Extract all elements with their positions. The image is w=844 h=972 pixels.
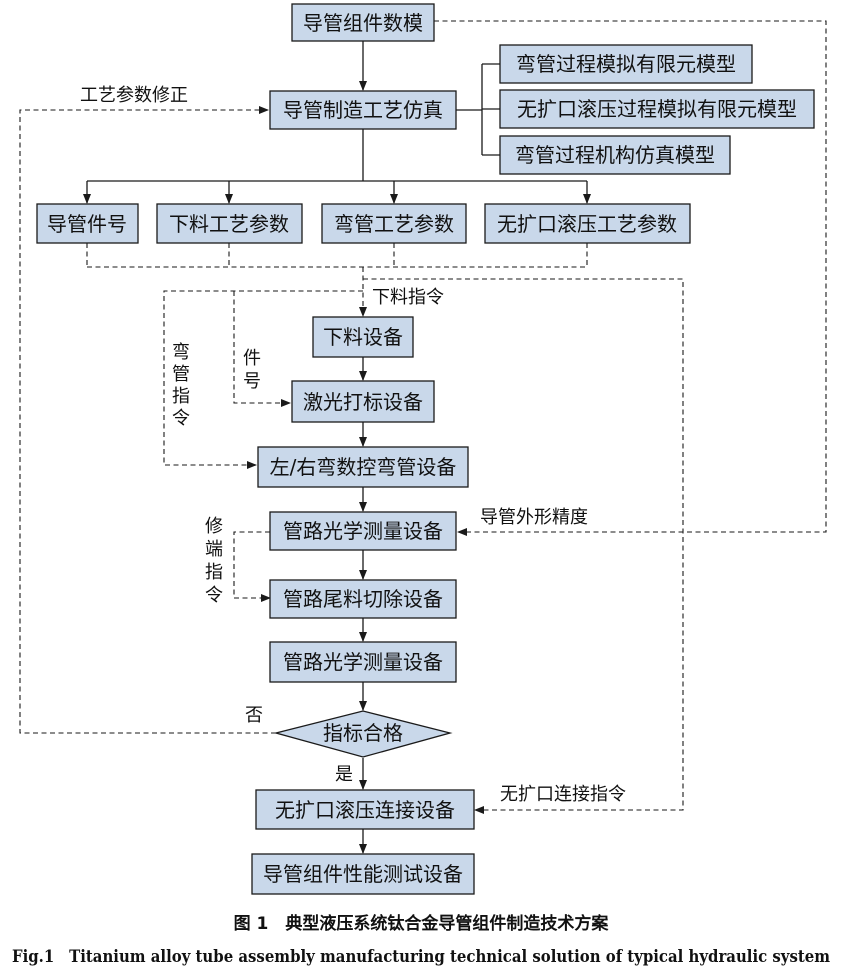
node-performance-test-device: 导管组件性能测试设备 — [251, 853, 475, 895]
svg-text:左/右弯数控弯管设备: 左/右弯数控弯管设备 — [270, 455, 457, 479]
node-optical-measure-2: 管路光学测量设备 — [269, 641, 457, 683]
svg-text:无扩口滚压过程模拟有限元模型: 无扩口滚压过程模拟有限元模型 — [517, 97, 797, 121]
solid-connectors — [83, 41, 591, 854]
label-rolling-command: 无扩口连接指令 — [500, 784, 626, 805]
node-part-number: 导管件号 — [36, 203, 139, 244]
node-process-simulation: 导管制造工艺仿真 — [269, 90, 457, 130]
node-cutting-params: 下料工艺参数 — [156, 203, 303, 244]
svg-text:弯: 弯 — [172, 342, 190, 363]
figure-caption-zh: 图 1 典型液压系统钛合金导管组件制造技术方案 — [234, 913, 610, 934]
svg-text:下料设备: 下料设备 — [323, 325, 403, 349]
svg-text:导管组件数模: 导管组件数模 — [303, 11, 423, 35]
label-trim-command: 修 端 指 令 — [205, 516, 223, 606]
node-cnc-bending-device: 左/右弯数控弯管设备 — [257, 446, 469, 488]
svg-text:管路光学测量设备: 管路光学测量设备 — [283, 650, 443, 674]
svg-text:弯管过程机构仿真模型: 弯管过程机构仿真模型 — [515, 143, 715, 167]
svg-text:管路尾料切除设备: 管路尾料切除设备 — [283, 587, 443, 611]
svg-text:导管制造工艺仿真: 导管制造工艺仿真 — [283, 98, 443, 122]
label-yes: 是 — [335, 764, 353, 785]
svg-text:激光打标设备: 激光打标设备 — [303, 390, 423, 414]
svg-text:令: 令 — [172, 408, 190, 429]
label-no: 否 — [245, 705, 263, 726]
svg-text:下料工艺参数: 下料工艺参数 — [169, 212, 289, 236]
node-qualified-decision: 指标合格 — [273, 710, 453, 758]
svg-text:件: 件 — [243, 348, 261, 369]
node-tube-model: 导管组件数模 — [291, 3, 435, 42]
label-param-correction: 工艺参数修正 — [80, 85, 188, 106]
svg-text:无扩口滚压工艺参数: 无扩口滚压工艺参数 — [497, 212, 677, 236]
svg-text:管: 管 — [172, 364, 190, 385]
svg-text:导管组件性能测试设备: 导管组件性能测试设备 — [263, 862, 463, 886]
label-cutting-command: 下料指令 — [372, 287, 444, 308]
label-part-number-command: 件 号 — [243, 348, 261, 392]
svg-text:弯管工艺参数: 弯管工艺参数 — [334, 212, 454, 236]
svg-text:管路光学测量设备: 管路光学测量设备 — [283, 519, 443, 543]
node-bend-mechanism-model: 弯管过程机构仿真模型 — [499, 135, 731, 175]
svg-text:指: 指 — [172, 386, 190, 407]
node-laser-marking-device: 激光打标设备 — [291, 380, 435, 423]
svg-text:修: 修 — [205, 516, 223, 537]
node-bending-params: 弯管工艺参数 — [321, 203, 467, 244]
dashed-connectors — [19, 20, 827, 814]
node-rolling-params: 无扩口滚压工艺参数 — [484, 203, 691, 244]
node-rolling-connection-device: 无扩口滚压连接设备 — [255, 789, 475, 830]
node-cutting-device: 下料设备 — [312, 316, 414, 358]
svg-text:指标合格: 指标合格 — [323, 721, 403, 745]
label-shape-accuracy: 导管外形精度 — [480, 507, 588, 528]
svg-text:指: 指 — [205, 562, 223, 583]
figure-caption-en: Fig.1 Titanium alloy tube assembly manuf… — [12, 947, 830, 967]
svg-text:令: 令 — [205, 585, 223, 606]
svg-text:无扩口滚压连接设备: 无扩口滚压连接设备 — [275, 798, 455, 822]
node-roll-fem-model: 无扩口滚压过程模拟有限元模型 — [499, 89, 815, 129]
node-optical-measure-1: 管路光学测量设备 — [269, 511, 457, 551]
node-bend-fem-model: 弯管过程模拟有限元模型 — [499, 44, 753, 84]
svg-text:端: 端 — [205, 539, 223, 560]
node-tail-trimming-device: 管路尾料切除设备 — [269, 579, 457, 619]
svg-text:导管件号: 导管件号 — [47, 212, 127, 236]
svg-text:弯管过程模拟有限元模型: 弯管过程模拟有限元模型 — [516, 52, 736, 76]
label-bending-command: 弯 管 指 令 — [172, 342, 190, 429]
svg-text:号: 号 — [243, 371, 261, 392]
